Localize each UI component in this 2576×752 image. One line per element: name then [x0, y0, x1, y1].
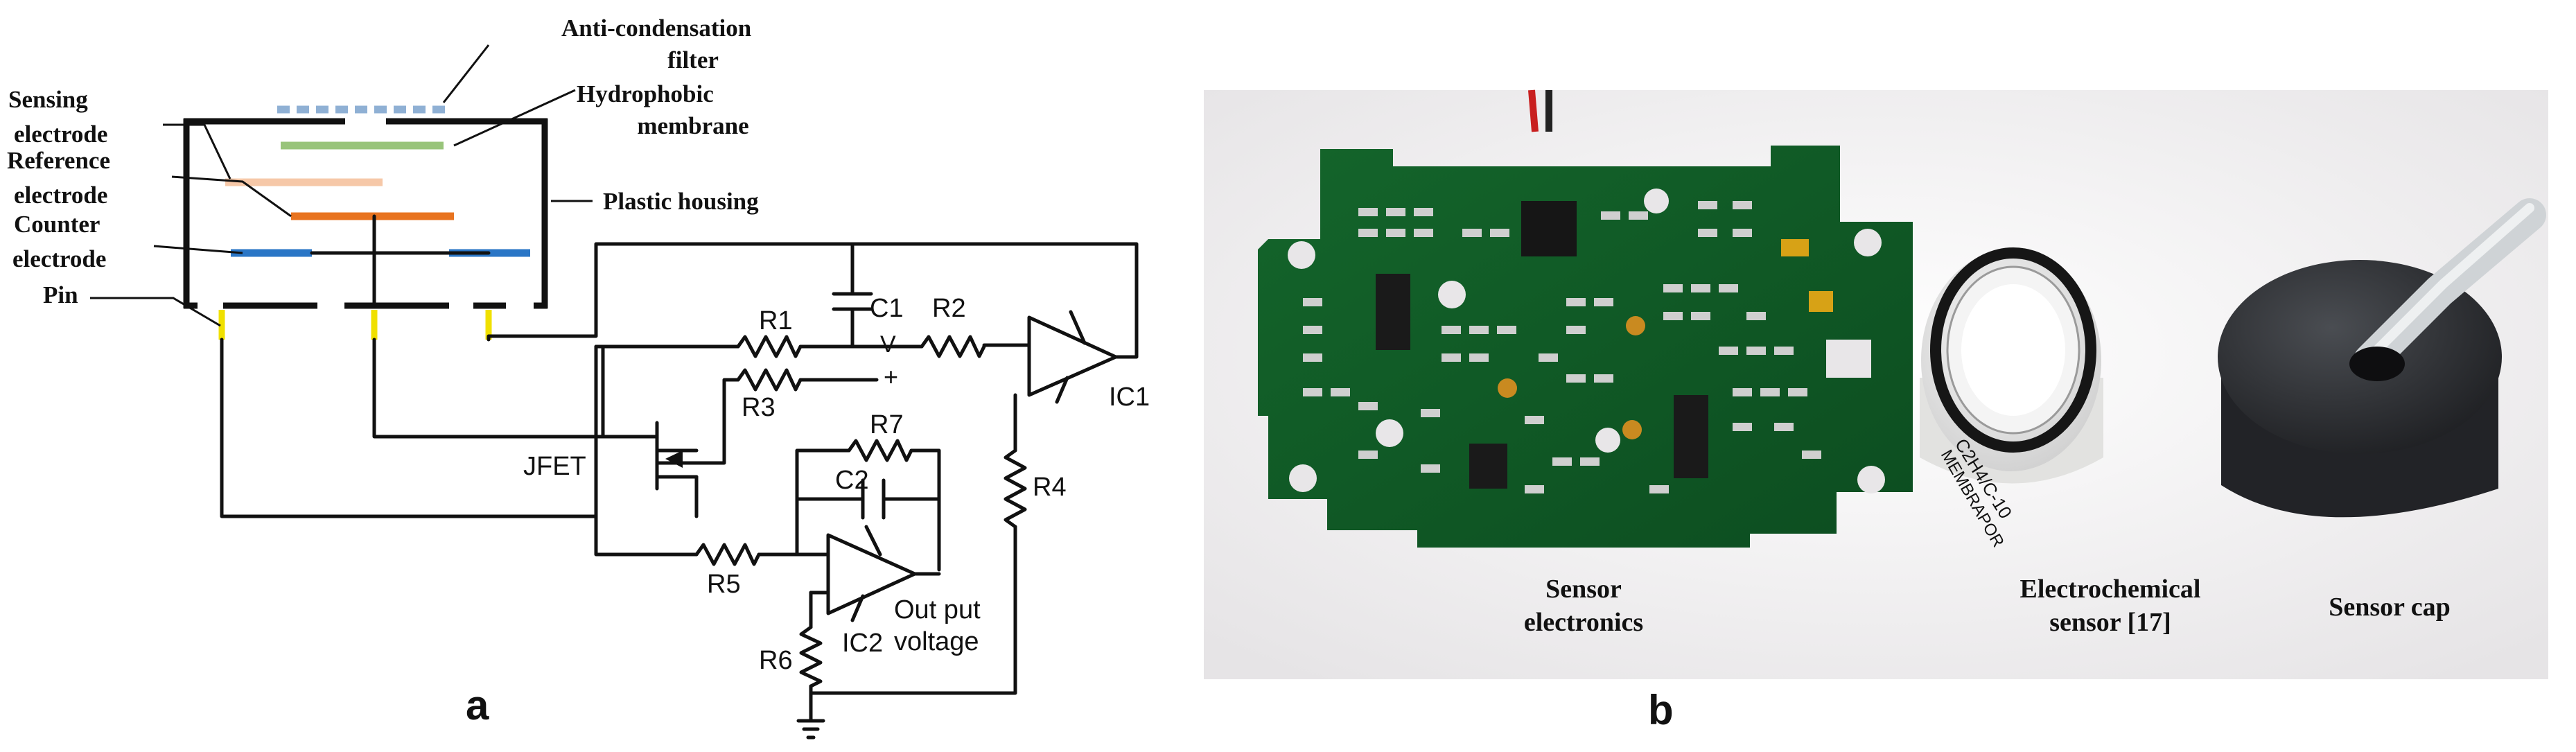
- label-reference-electrode: electrode: [14, 182, 107, 209]
- label-output-line2: voltage: [894, 627, 979, 656]
- label-ic1: IC1: [1109, 383, 1150, 412]
- sensor-cap-photo: [2218, 198, 2546, 518]
- sensor-housing: [183, 118, 548, 309]
- label-r2: R2: [932, 294, 966, 323]
- label-c1: C1: [870, 294, 904, 323]
- label-c2: C2: [835, 466, 869, 495]
- label-output-line1: Out put: [894, 595, 981, 624]
- label-plus: +: [884, 362, 898, 391]
- label-plastic-housing: Plastic housing: [603, 188, 759, 215]
- label-pin: Pin: [43, 281, 78, 308]
- label-jfet: JFET: [523, 452, 586, 481]
- label-ic2: IC2: [842, 629, 883, 658]
- label-filter: filter: [667, 46, 719, 73]
- label-r3: R3: [742, 393, 776, 422]
- label-r4: R4: [1033, 473, 1067, 502]
- label-r7: R7: [870, 410, 904, 439]
- label-r5: R5: [707, 570, 741, 599]
- label-sensor-electronics-1: Sensor: [1545, 575, 1622, 604]
- sensor-electronics-board: [1258, 146, 1913, 548]
- label-r6: R6: [759, 646, 793, 675]
- label-sensing: Sensing: [8, 86, 88, 113]
- label-anti-condensation: Anti-condensation: [561, 15, 751, 42]
- label-counter: Counter: [14, 211, 100, 238]
- electrochemical-sensor-photo: C2H4/C-10 MEMBRAPOR: [1920, 247, 2103, 550]
- circuit-wires: [220, 242, 1139, 723]
- label-hydrophobic: Hydrophobic: [577, 80, 714, 107]
- pins: [218, 310, 492, 340]
- panel-letter-b: b: [1648, 687, 1674, 733]
- label-v-node: V: [880, 331, 896, 358]
- jfet-arrow-icon: [665, 451, 683, 468]
- capacitors: [832, 292, 886, 520]
- panel-a-diagram: Anti-condensation filter Hydrophobic mem…: [7, 15, 1150, 740]
- label-electrochemical-sensor-1: Electrochemical: [2020, 575, 2201, 604]
- label-reference: Reference: [7, 147, 110, 174]
- label-sensor-cap: Sensor cap: [2329, 593, 2451, 622]
- label-counter-electrode: electrode: [12, 245, 106, 272]
- panel-b-photo: C2H4/C-10 MEMBRAPOR Sensor electronics E…: [1204, 89, 2548, 733]
- label-electrochemical-sensor-2: sensor [17]: [2049, 608, 2171, 637]
- jfet: [601, 344, 699, 518]
- ground-icon: [796, 719, 825, 740]
- leader-lines: [90, 44, 593, 327]
- ic2-opamp: [826, 525, 917, 622]
- label-membrane: membrane: [637, 112, 748, 139]
- ic1-opamp: [1027, 310, 1118, 404]
- resistors: [694, 335, 1027, 688]
- label-r1: R1: [759, 306, 793, 335]
- label-sensor-electronics-2: electronics: [1524, 608, 1643, 637]
- panel-letter-a: a: [466, 682, 489, 728]
- label-sensing-electrode: electrode: [14, 121, 107, 148]
